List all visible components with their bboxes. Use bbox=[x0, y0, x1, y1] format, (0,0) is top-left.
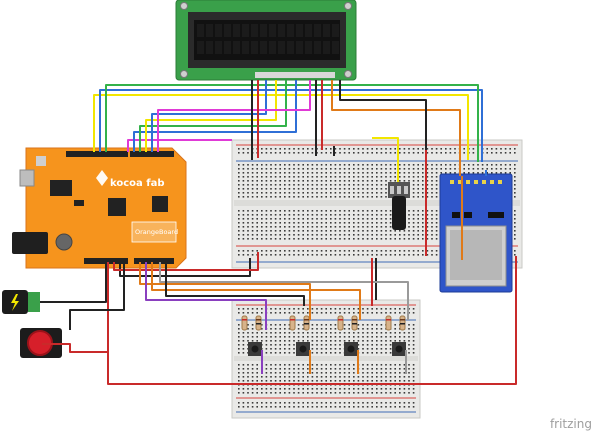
lcd-char-cell bbox=[269, 41, 276, 54]
lcd-char-cell bbox=[197, 24, 204, 37]
fritzing-watermark: fritzing bbox=[550, 417, 592, 431]
kocoafab-logo-icon bbox=[96, 170, 108, 186]
lcd-char-cell bbox=[206, 24, 213, 37]
resistor bbox=[289, 315, 296, 331]
lcd-char-cell bbox=[323, 24, 330, 37]
push-button-power bbox=[20, 328, 62, 358]
board-brand: kocoa fab bbox=[110, 178, 165, 189]
lcd-char-cell bbox=[296, 41, 303, 54]
lcd-char-cell bbox=[260, 24, 267, 37]
sd-card-module bbox=[439, 173, 513, 293]
lcd-char-cell bbox=[242, 24, 249, 37]
lcd-char-cell bbox=[314, 24, 321, 37]
lcd-char-cell bbox=[332, 24, 339, 37]
lcd-char-cell bbox=[224, 24, 231, 37]
lcd-char-cell bbox=[251, 24, 258, 37]
tactile-buttons bbox=[241, 315, 406, 356]
lcd-char-cell bbox=[260, 41, 267, 54]
lcd-char-cell bbox=[251, 41, 258, 54]
wires bbox=[40, 80, 517, 385]
lcd-char-cell bbox=[305, 24, 312, 37]
board-name: OrangeBoard bbox=[135, 228, 178, 236]
lcd-pin-header bbox=[255, 72, 335, 78]
lcd-char-cell bbox=[206, 41, 213, 54]
lcd-char-cell bbox=[314, 41, 321, 54]
lcd-char-cell bbox=[215, 41, 222, 54]
resistor bbox=[337, 315, 344, 331]
lcd-char-cell bbox=[197, 41, 204, 54]
lcd-char-cell bbox=[233, 41, 240, 54]
lcd-module bbox=[175, 0, 357, 81]
lcd-char-cell bbox=[332, 41, 339, 54]
lcd-char-cell bbox=[278, 24, 285, 37]
lcd-char-cell bbox=[296, 24, 303, 37]
dc-power-jack bbox=[2, 290, 40, 314]
resistor bbox=[241, 315, 248, 331]
lcd-char-cell bbox=[287, 41, 294, 54]
lcd-char-cell bbox=[278, 41, 285, 54]
resistor bbox=[385, 315, 392, 331]
lcd-character-grid bbox=[197, 24, 339, 54]
lcd-char-cell bbox=[323, 41, 330, 54]
lightning-icon bbox=[11, 294, 19, 311]
lcd-char-cell bbox=[224, 41, 231, 54]
lcd-char-cell bbox=[242, 41, 249, 54]
lcd-char-cell bbox=[269, 24, 276, 37]
lcd-char-cell bbox=[287, 24, 294, 37]
lcd-char-cell bbox=[233, 24, 240, 37]
potentiometer bbox=[388, 182, 410, 230]
orangeboard: kocoa fab OrangeBoard bbox=[12, 147, 187, 269]
lcd-char-cell bbox=[305, 41, 312, 54]
lcd-char-cell bbox=[215, 24, 222, 37]
